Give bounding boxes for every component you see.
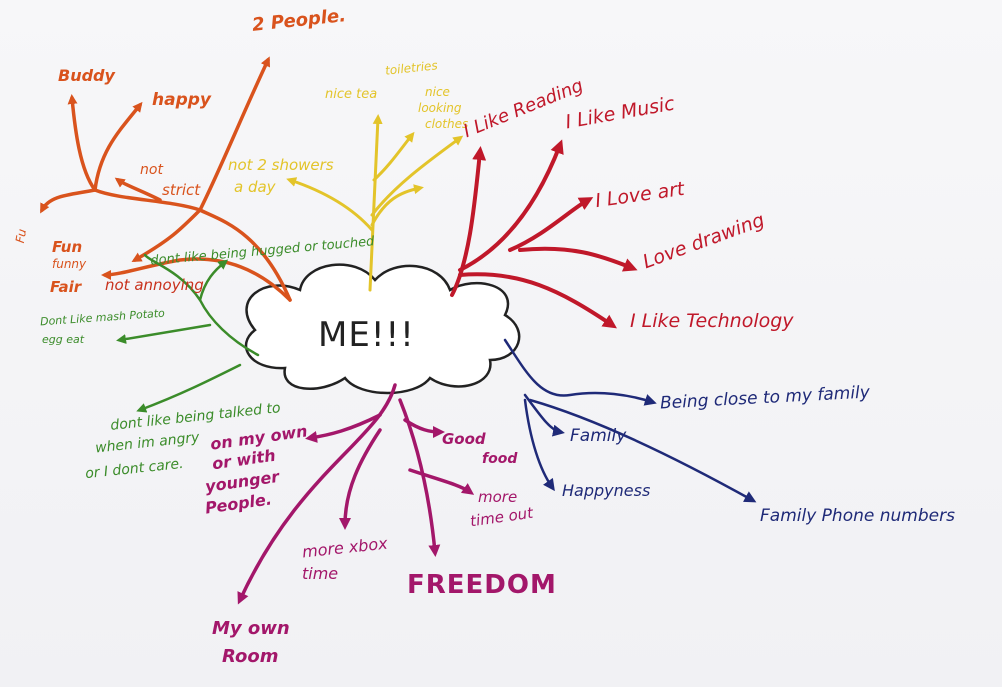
label-egg-eat: egg eat	[42, 333, 85, 346]
centre-label: ME!!!	[318, 315, 415, 355]
label-not-annoying: not annoying	[105, 276, 204, 294]
yellow-branch	[286, 114, 464, 292]
orange-branch	[40, 56, 292, 302]
label-fun: Fun	[52, 238, 83, 256]
label-looking: looking	[418, 101, 462, 115]
magenta-branch	[237, 383, 475, 605]
label-clothes: clothes	[425, 117, 469, 131]
label-freedom: FREEDOM	[407, 570, 557, 600]
label-i-like-technology: I Like Technology	[630, 310, 794, 332]
label-fun-small: Fu	[12, 227, 30, 245]
label-time: time	[302, 564, 339, 583]
label-family: Family	[570, 426, 627, 446]
label-good: Good	[442, 430, 486, 448]
label-room: Room	[222, 646, 279, 667]
label-funny: funny	[52, 257, 87, 271]
label-nice: nice	[425, 85, 450, 99]
label-my-own: My own	[212, 618, 290, 639]
label-a-day: a day	[234, 178, 276, 196]
label-nice-tea: nice tea	[325, 87, 378, 102]
label-happyness: Happyness	[562, 481, 651, 500]
label-happy: happy	[152, 90, 211, 110]
centre-cloud	[244, 263, 521, 395]
label-family-phone-numbers: Family Phone numbers	[760, 506, 955, 526]
label-fair: Fair	[50, 278, 82, 296]
label-buddy: Buddy	[58, 66, 115, 85]
navy-branch	[503, 338, 757, 503]
label-strict: strict	[162, 181, 201, 199]
label-not-2-showers: not 2 showers	[228, 156, 334, 174]
label-more: more	[478, 488, 518, 506]
label-not: not	[140, 162, 163, 178]
green-branch	[116, 253, 260, 413]
label-food: food	[482, 451, 518, 467]
crimson-branch	[450, 139, 638, 329]
